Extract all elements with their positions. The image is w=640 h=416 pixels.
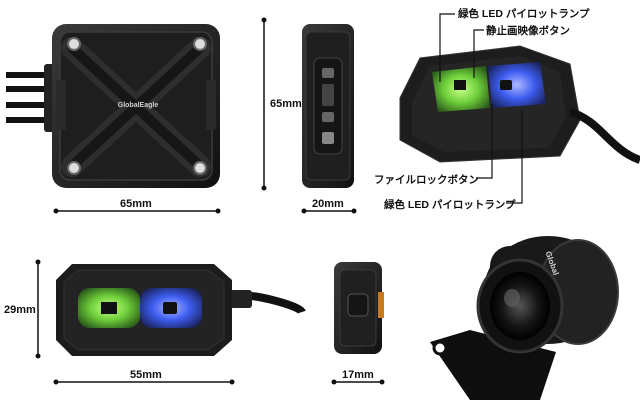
switch-box-side-width-label: 17mm <box>342 369 374 381</box>
main-unit-width-label: 65mm <box>120 198 152 210</box>
main-unit-side <box>302 24 354 188</box>
callout-lines <box>439 13 523 204</box>
callout-green-led: 緑色 LED パイロットランプ <box>458 8 590 20</box>
switch-box-side <box>334 262 384 354</box>
switch-box-width-label: 55mm <box>130 369 162 381</box>
main-unit-brand: GlobalEagle <box>117 102 159 109</box>
main-unit-dimensions <box>56 20 354 212</box>
callout-file-lock-button: ファイルロックボタン <box>374 174 479 186</box>
main-unit-front <box>6 24 220 188</box>
main-unit-height-label: 65mm <box>270 98 302 110</box>
callout-blue-led: 緑色 LED パイロットランプ <box>384 199 516 211</box>
switch-box-height-label: 29mm <box>4 304 36 316</box>
main-unit-side-width-label: 20mm <box>312 198 344 210</box>
switch-box-front <box>56 264 306 356</box>
camera <box>430 236 619 400</box>
callout-still-image-button: 静止画映像ボタン <box>486 25 570 37</box>
switch-box-angled <box>399 45 640 164</box>
